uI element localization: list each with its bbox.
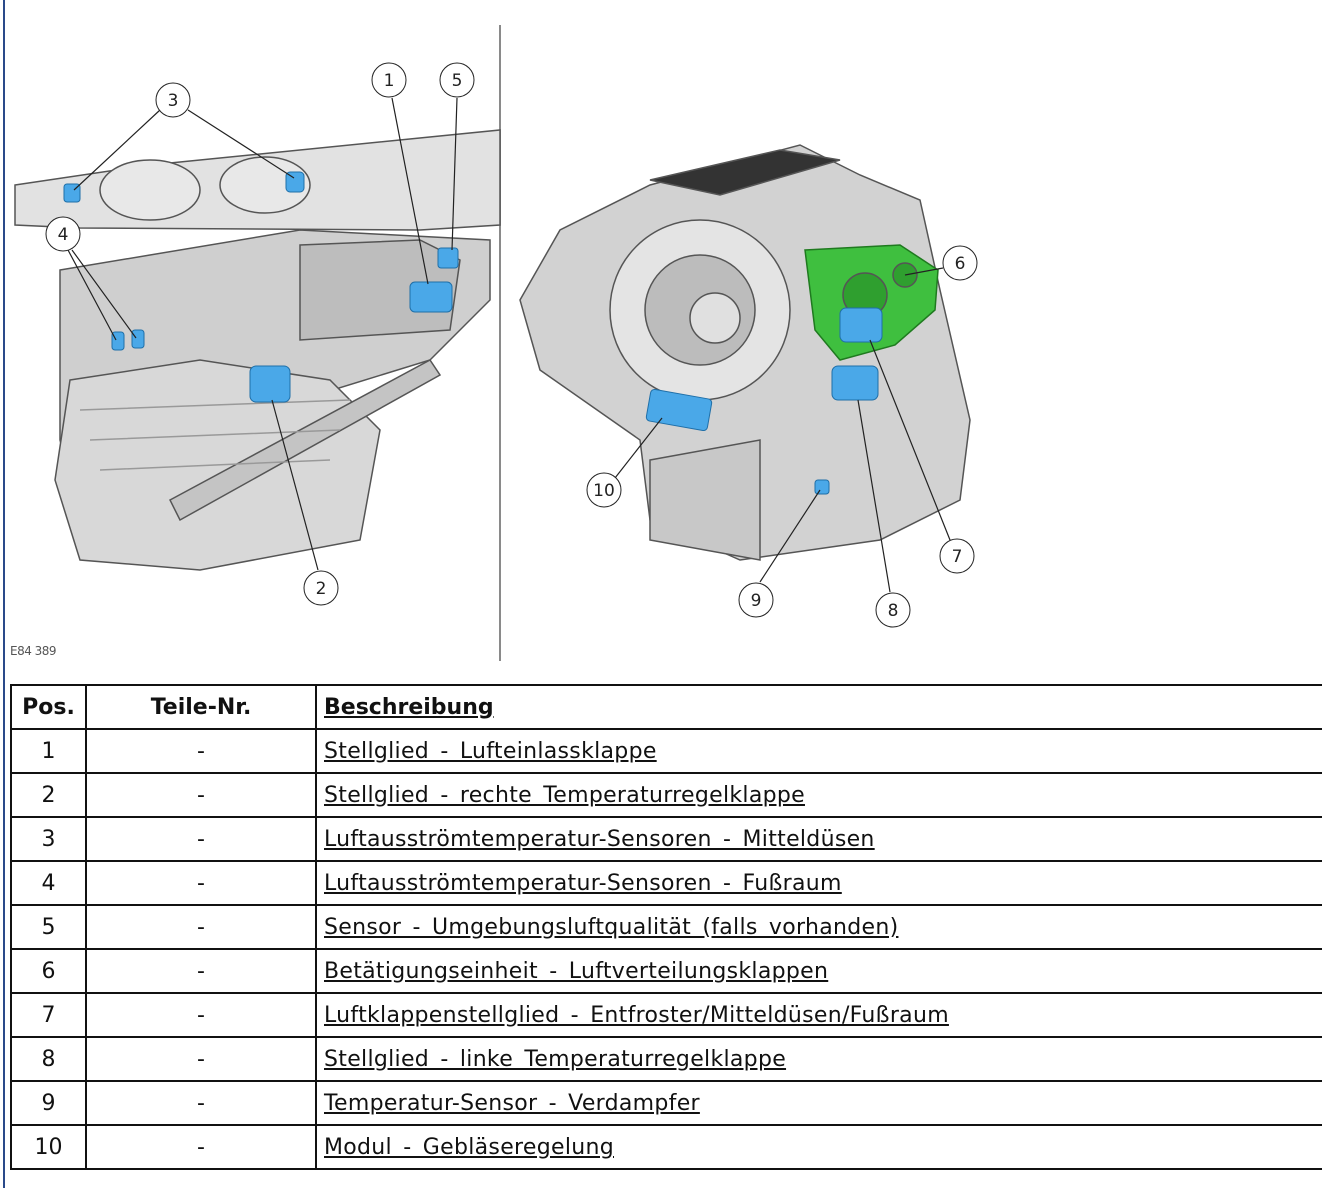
- row-description: Betätigungseinheit - Luftverteilungsklap…: [315, 948, 1322, 994]
- row-pos: 9: [10, 1080, 87, 1126]
- table-row: 5 - Sensor - Umgebungsluftqualität (fall…: [10, 904, 1322, 950]
- row-pos: 1: [10, 728, 87, 774]
- svg-text:1: 1: [384, 71, 395, 91]
- svg-text:3: 3: [168, 91, 179, 111]
- row-part-no: -: [85, 992, 317, 1038]
- callout-leaders: [67, 97, 951, 593]
- svg-text:2: 2: [316, 579, 327, 599]
- description-link[interactable]: Stellglied - rechte Temperaturregelklapp…: [324, 782, 805, 808]
- callout-1: 1: [371, 62, 407, 98]
- table-row: 10 - Modul - Gebläseregelung: [10, 1124, 1322, 1170]
- svg-text:9: 9: [751, 591, 762, 611]
- figure-divider: [499, 25, 501, 661]
- right-hvac-unit: [519, 144, 971, 561]
- description-link[interactable]: Luftklappenstellglied - Entfroster/Mitte…: [324, 1002, 949, 1028]
- row-part-no: -: [85, 1036, 317, 1082]
- row-description: Modul - Gebläseregelung: [315, 1124, 1322, 1170]
- row-description: Temperatur-Sensor - Verdampfer: [315, 1080, 1322, 1126]
- row-part-no: -: [85, 816, 317, 862]
- svg-text:6: 6: [955, 254, 966, 274]
- table-row: 6 - Betätigungseinheit - Luftverteilungs…: [10, 948, 1322, 994]
- header-description: Beschreibung: [315, 684, 1322, 730]
- callout-8: 8: [875, 592, 911, 628]
- row-description: Sensor - Umgebungsluftqualität (falls vo…: [315, 904, 1322, 950]
- header-pos: Pos.: [10, 684, 87, 730]
- description-link[interactable]: Luftausströmtemperatur-Sensoren - Fußrau…: [324, 870, 842, 896]
- row-pos: 2: [10, 772, 87, 818]
- description-link[interactable]: Temperatur-Sensor - Verdampfer: [324, 1090, 700, 1116]
- parts-table: Pos. Teile-Nr. Beschreibung 1 - Stellgli…: [10, 684, 1322, 1170]
- left-border: [3, 0, 5, 1188]
- row-description: Luftausströmtemperatur-Sensoren - Fußrau…: [315, 860, 1322, 906]
- table-header-row: Pos. Teile-Nr. Beschreibung: [10, 684, 1322, 730]
- row-description: Stellglied - linke Temperaturregelklappe: [315, 1036, 1322, 1082]
- row-part-no: -: [85, 948, 317, 994]
- row-part-no: -: [85, 772, 317, 818]
- figure-id: E84 389: [10, 644, 57, 658]
- row-pos: 10: [10, 1124, 87, 1170]
- table-row: 7 - Luftklappenstellglied - Entfroster/M…: [10, 992, 1322, 1038]
- svg-text:4: 4: [58, 225, 69, 245]
- svg-text:5: 5: [452, 71, 463, 91]
- callout-4: 4: [45, 216, 81, 252]
- row-part-no: -: [85, 1080, 317, 1126]
- left-hvac-unit: [14, 129, 501, 571]
- svg-text:8: 8: [888, 601, 899, 621]
- table-row: 4 - Luftausströmtemperatur-Sensoren - Fu…: [10, 860, 1322, 906]
- left-components: [63, 171, 459, 403]
- svg-text:10: 10: [593, 481, 615, 501]
- row-part-no: -: [85, 904, 317, 950]
- row-pos: 4: [10, 860, 87, 906]
- callout-6: 6: [942, 245, 978, 281]
- row-description: Luftklappenstellglied - Entfroster/Mitte…: [315, 992, 1322, 1038]
- table-row: 9 - Temperatur-Sensor - Verdampfer: [10, 1080, 1322, 1126]
- row-pos: 3: [10, 816, 87, 862]
- callout-10: 10: [586, 472, 622, 508]
- description-link[interactable]: Luftausströmtemperatur-Sensoren - Mittel…: [324, 826, 875, 852]
- callout-5: 5: [439, 62, 475, 98]
- svg-text:7: 7: [952, 547, 963, 567]
- table-row: 2 - Stellglied - rechte Temperaturregelk…: [10, 772, 1322, 818]
- row-part-no: -: [85, 728, 317, 774]
- callout-2: 2: [303, 570, 339, 606]
- hvac-illustration: 3 4 1 5 2 6 7 8 9 10: [14, 62, 978, 628]
- row-pos: 6: [10, 948, 87, 994]
- description-link[interactable]: Betätigungseinheit - Luftverteilungsklap…: [324, 958, 829, 984]
- table-row: 8 - Stellglied - linke Temperaturregelkl…: [10, 1036, 1322, 1082]
- table-row: 1 - Stellglied - Lufteinlassklappe: [10, 728, 1322, 774]
- row-description: Stellglied - rechte Temperaturregelklapp…: [315, 772, 1322, 818]
- row-description: Luftausströmtemperatur-Sensoren - Mittel…: [315, 816, 1322, 862]
- row-part-no: -: [85, 1124, 317, 1170]
- row-pos: 8: [10, 1036, 87, 1082]
- row-part-no: -: [85, 860, 317, 906]
- row-pos: 7: [10, 992, 87, 1038]
- description-link[interactable]: Stellglied - linke Temperaturregelklappe: [324, 1046, 787, 1072]
- description-link[interactable]: Sensor - Umgebungsluftqualität (falls vo…: [324, 914, 899, 940]
- description-link[interactable]: Modul - Gebläseregelung: [324, 1134, 614, 1160]
- callouts: 3 4 1 5 2 6 7 8 9 10: [45, 62, 978, 628]
- callout-7: 7: [939, 538, 975, 574]
- row-description: Stellglied - Lufteinlassklappe: [315, 728, 1322, 774]
- callout-9: 9: [738, 582, 774, 618]
- description-link[interactable]: Stellglied - Lufteinlassklappe: [324, 738, 657, 764]
- header-part-no: Teile-Nr.: [85, 684, 317, 730]
- callout-3: 3: [155, 82, 191, 118]
- row-pos: 5: [10, 904, 87, 950]
- right-components: [645, 307, 883, 495]
- table-row: 3 - Luftausströmtemperatur-Sensoren - Mi…: [10, 816, 1322, 862]
